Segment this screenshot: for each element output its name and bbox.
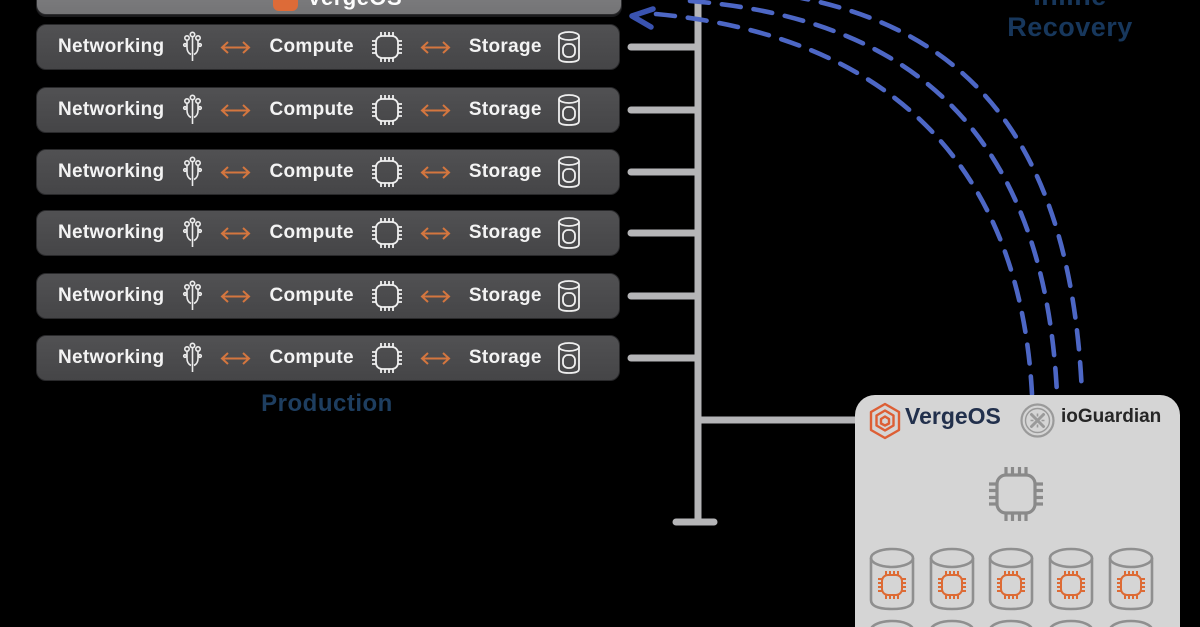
storage-cylinder-chip-icon	[986, 617, 1036, 627]
networking-label: Networking	[58, 222, 165, 243]
chip-icon	[370, 341, 404, 375]
storage-cylinder-chip-icon	[986, 545, 1036, 618]
node-row: Networking Compute Storage	[36, 335, 620, 381]
double-arrow-icon	[417, 351, 454, 366]
storage-cylinder-chip-icon	[867, 617, 917, 627]
network-icon	[181, 217, 204, 249]
storage-cylinder-icon	[556, 341, 582, 375]
storage-cylinder-icon	[556, 93, 582, 127]
network-icon	[181, 280, 204, 312]
storage-cylinder-chip-icon	[1106, 545, 1156, 618]
vergeos-hex-logo-icon	[867, 402, 903, 445]
double-arrow-icon	[217, 103, 254, 118]
storage-label: Storage	[468, 222, 542, 243]
double-arrow-icon	[417, 40, 454, 55]
compute-label: Compute	[269, 285, 354, 306]
storage-cylinder-icon	[556, 155, 582, 189]
chip-icon	[370, 216, 404, 250]
chip-icon	[370, 279, 404, 313]
top-bar-brand: VergeOS	[307, 0, 402, 11]
double-arrow-icon	[417, 226, 454, 241]
double-arrow-icon	[217, 165, 254, 180]
double-arrow-icon	[417, 289, 454, 304]
ioguardian-seal-icon	[1019, 402, 1056, 444]
storage-cylinder-chip-icon	[867, 545, 917, 618]
network-icon	[181, 342, 204, 374]
storage-label: Storage	[468, 36, 542, 57]
storage-label: Storage	[468, 99, 542, 120]
vergeos-ioguardian-panel: VergeOS ioGuardian	[855, 395, 1180, 627]
storage-cylinder-chip-icon	[927, 617, 977, 627]
production-caption: Production	[261, 390, 393, 417]
chip-icon	[981, 459, 1051, 534]
inline-recovery-line2: Recovery	[1007, 12, 1133, 42]
storage-cylinder-chip-icon	[1106, 617, 1156, 627]
double-arrow-icon	[417, 103, 454, 118]
compute-label: Compute	[269, 36, 354, 57]
storage-cylinder-chip-icon	[927, 545, 977, 618]
double-arrow-icon	[417, 165, 454, 180]
networking-label: Networking	[58, 36, 165, 57]
compute-label: Compute	[269, 161, 354, 182]
vergeos-top-bar: VergeOS	[36, 0, 622, 15]
inline-recovery-line1: Inline	[988, 0, 1152, 12]
compute-label: Compute	[269, 99, 354, 120]
storage-label: Storage	[468, 347, 542, 368]
networking-label: Networking	[58, 347, 165, 368]
chip-icon	[370, 155, 404, 189]
storage-label: Storage	[468, 285, 542, 306]
networking-label: Networking	[58, 285, 165, 306]
node-row: Networking Compute Storage	[36, 87, 620, 133]
panel-product: ioGuardian	[1061, 406, 1162, 427]
double-arrow-icon	[217, 289, 254, 304]
panel-brand: VergeOS	[905, 403, 1001, 429]
storage-cylinder-chip-icon	[1046, 545, 1096, 618]
double-arrow-icon	[217, 40, 254, 55]
storage-cylinder-icon	[556, 216, 582, 250]
panel-header: VergeOS ioGuardian	[855, 395, 1180, 443]
node-row: Networking Compute Storage	[36, 149, 620, 195]
double-arrow-icon	[217, 351, 254, 366]
network-icon	[181, 31, 204, 63]
node-row: Networking Compute Storage	[36, 24, 620, 70]
storage-cylinder-chip-icon	[1046, 617, 1096, 627]
networking-label: Networking	[58, 99, 165, 120]
vergeos-logo-icon	[273, 0, 298, 11]
storage-cylinder-icon	[556, 30, 582, 64]
chip-icon	[370, 93, 404, 127]
storage-label: Storage	[468, 161, 542, 182]
networking-label: Networking	[58, 161, 165, 182]
arrowhead-icon	[629, 6, 656, 30]
network-icon	[181, 94, 204, 126]
double-arrow-icon	[217, 226, 254, 241]
network-icon	[181, 156, 204, 188]
node-row: Networking Compute Storage	[36, 210, 620, 256]
compute-label: Compute	[269, 347, 354, 368]
inline-recovery-caption: Inline Recovery	[988, 0, 1152, 43]
chip-icon	[370, 30, 404, 64]
storage-cylinder-icon	[556, 279, 582, 313]
compute-label: Compute	[269, 222, 354, 243]
node-row: Networking Compute Storage	[36, 273, 620, 319]
